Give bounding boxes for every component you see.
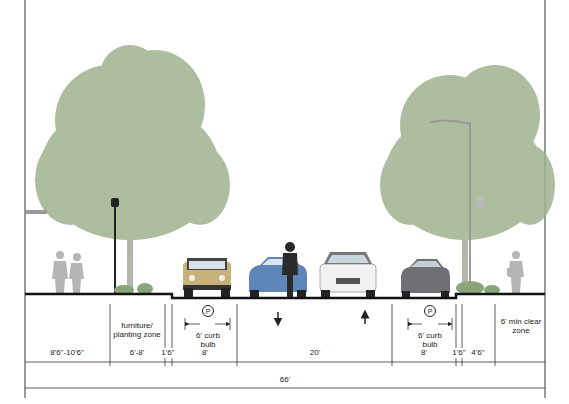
dimension-label: 1'6" xyxy=(160,348,175,357)
dimension-label: 8' xyxy=(201,348,209,357)
sedan xyxy=(249,257,307,297)
tree xyxy=(380,65,555,295)
dimension-label: 66' xyxy=(279,375,291,384)
travel-direction-arrow xyxy=(278,312,365,324)
ground-line xyxy=(25,294,545,298)
parking-symbol: P xyxy=(424,305,436,317)
parking-symbol: P xyxy=(202,305,214,317)
dimension-label: 6'-8' xyxy=(129,348,146,357)
suv xyxy=(320,252,376,297)
dimension-label: furniture/ planting zone xyxy=(112,321,162,339)
dimension-label: 20' xyxy=(309,348,321,357)
dimension-label: 8'6"-10'6" xyxy=(49,348,85,357)
dimension-lines xyxy=(25,324,545,388)
dimension-label: 4'6" xyxy=(470,348,485,357)
parking-letter: P xyxy=(428,308,433,315)
dimension-label: 6' min clear zone xyxy=(499,317,543,335)
parking-letter: P xyxy=(206,308,211,315)
dimension-ticks xyxy=(110,304,495,366)
pedestrian-lamp xyxy=(111,198,119,295)
dimension-label: 6' curb bulb xyxy=(409,331,451,349)
dimension-label: 1'6" xyxy=(451,348,466,357)
sign xyxy=(25,210,47,214)
dimension-label: 6' curb bulb xyxy=(187,331,229,349)
dimension-label: 8' xyxy=(420,348,428,357)
frame-line xyxy=(25,0,26,398)
tree xyxy=(35,45,230,295)
jeep xyxy=(183,258,231,297)
cyclist xyxy=(282,242,298,297)
hatchback xyxy=(401,259,450,297)
